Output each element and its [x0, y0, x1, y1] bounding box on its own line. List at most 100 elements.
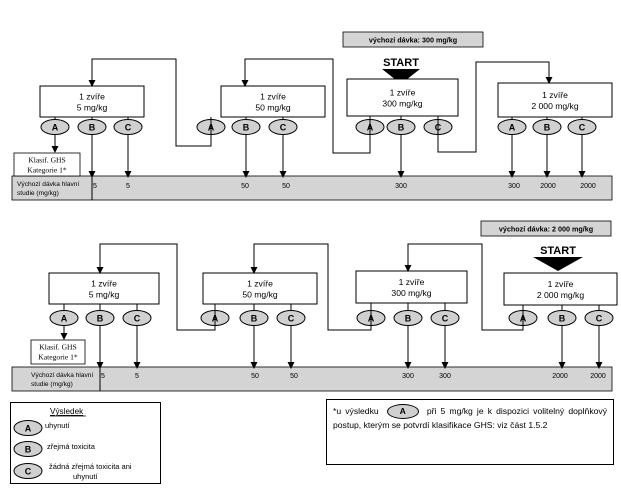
- dose-box-animal-label: 1 zvíře: [91, 279, 117, 289]
- ghs-class-line-2: Kategorie 1*: [38, 353, 78, 362]
- legend-box: Výsledek A uhynutí B zřejmá toxicita C ž…: [10, 402, 161, 484]
- outcome-key: C: [280, 123, 287, 133]
- footnote-a-oval: A: [386, 404, 419, 419]
- outcome-key: B: [559, 314, 566, 324]
- dose-box-3: [346, 78, 459, 117]
- dose-box-dose-label: 300 mg/kg: [382, 99, 422, 109]
- outcome-key: B: [243, 123, 250, 133]
- dose-bar-label-2: studie (mg/kg): [17, 190, 59, 197]
- outcome-key: A: [61, 314, 68, 324]
- dose-bar-value: 5: [93, 183, 97, 190]
- dose-box-dose-label: 50 mg/kg: [242, 290, 278, 300]
- flow-loop-arrow-1: [88, 58, 212, 147]
- footnote-box: *u výsledku A při 5 mg/kg je k dispozici…: [326, 399, 614, 465]
- dose-box-dose-label: 2 000 mg/kg: [531, 101, 579, 111]
- start-label: START: [383, 57, 419, 69]
- legend-title: Výsledek: [50, 407, 84, 416]
- start-arrow-icon: [533, 257, 583, 271]
- legend-graphic: Výsledek A uhynutí B zřejmá toxicita C ž…: [13, 407, 132, 481]
- flow-loop-arrow-3: [404, 243, 524, 331]
- dose-box-dose-label: 50 mg/kg: [255, 103, 291, 113]
- dose-bar-value: 50: [241, 183, 249, 190]
- ghs-class-box: [30, 339, 86, 365]
- dose-box-animal-label: 1 zvíře: [260, 92, 286, 102]
- dose-bar-value: 50: [251, 373, 259, 380]
- dose-bar-value: 5: [135, 373, 139, 380]
- dose-box-animal-label: 1 zvíře: [390, 88, 416, 98]
- ghs-class-line-2: Kategorie 1*: [27, 166, 67, 175]
- flow-loop-arrow-3: [437, 61, 553, 153]
- dose-bar-value: 2000: [552, 373, 568, 380]
- outcome-key: B: [97, 314, 104, 324]
- outcome-key: B: [544, 123, 551, 133]
- legend-b-oval: [13, 441, 43, 457]
- outcome-key: B: [89, 123, 96, 133]
- outcome-key: B: [398, 123, 405, 133]
- start-dose-box: [342, 31, 484, 48]
- dose-box-dose-label: 2 000 mg/kg: [537, 290, 585, 300]
- legend-a-key: A: [25, 424, 32, 434]
- dose-bar-value: 300: [439, 373, 451, 380]
- dose-box-3: [355, 270, 468, 304]
- dose-bar-value: 300: [508, 183, 520, 190]
- flow-loop-arrow-2: [250, 243, 372, 331]
- dose-bar-value: 300: [402, 373, 414, 380]
- dose-box-animal-label: 1 zvíře: [79, 92, 105, 102]
- dose-bar-value: 2000: [580, 183, 596, 190]
- dose-box-animal-label: 1 zvíře: [399, 277, 425, 287]
- footnote-text: při 5 mg/kg je k dispozici volitelný dop…: [333, 405, 608, 430]
- dose-box-1: [48, 272, 160, 305]
- flow-loop-arrow-1: [96, 243, 216, 331]
- outcome-key: C: [288, 314, 295, 324]
- start-dose-label: výchozí dávka: 300 mg/kg: [369, 36, 457, 45]
- ghs-class-line-1: Klasif. GHS: [28, 156, 66, 165]
- dose-box-dose-label: 300 mg/kg: [391, 288, 431, 298]
- start-dose-label: výchozí dávka: 2 000 mg/kg: [499, 225, 593, 234]
- outcome-key: C: [134, 314, 141, 324]
- dose-bar-label-1: Výchozí dávka hlavní: [31, 372, 93, 379]
- legend-c-key: C: [25, 467, 32, 477]
- legend-c-text-2: uhynutí: [73, 472, 99, 481]
- dose-bar: [11, 175, 613, 201]
- legend-a-text: uhynutí: [45, 421, 71, 430]
- legend-b-key: B: [25, 445, 32, 455]
- dose-bar: [11, 366, 613, 392]
- dose-bar-value: 2000: [540, 183, 556, 190]
- dose-box-dose-label: 5 mg/kg: [89, 290, 120, 300]
- outcome-key: A: [52, 123, 59, 133]
- dose-box-animal-label: 1 zvíře: [247, 279, 273, 289]
- legend-c-oval: [13, 463, 43, 479]
- dose-bar-value: 5: [101, 373, 105, 380]
- dose-box-4: [503, 272, 618, 306]
- dose-box-2: [220, 85, 326, 118]
- outcome-key: C: [442, 314, 449, 324]
- dose-box-2: [202, 272, 318, 305]
- dose-bar-value: 5: [126, 183, 130, 190]
- dose-bar-value: 300: [395, 183, 407, 190]
- start-dose-box: [480, 220, 612, 237]
- outcome-key: A: [509, 123, 516, 133]
- ghs-class-box: [13, 152, 81, 177]
- dose-box-dose-label: 5 mg/kg: [77, 103, 108, 113]
- dose-bar-label-1: Výchozí dávka hlavní: [17, 181, 79, 188]
- outcome-key: B: [251, 314, 258, 324]
- legend-a-oval: [13, 420, 43, 436]
- outcome-key: C: [125, 123, 132, 133]
- legend-b-text: zřejmá toxicita: [47, 442, 96, 451]
- dose-bar-value: 50: [290, 373, 298, 380]
- outcome-key: C: [579, 123, 586, 133]
- footnote-prefix: *u výsledku: [333, 405, 379, 416]
- ghs-class-line-1: Klasif. GHS: [39, 343, 77, 352]
- flow-loop-arrow-2: [241, 58, 371, 154]
- legend-c-text-1: žádná zřejmá toxicita ani: [49, 462, 132, 471]
- start-label: START: [540, 245, 576, 257]
- dose-box-animal-label: 1 zvíře: [542, 90, 568, 100]
- dose-box-4: [497, 82, 613, 118]
- dose-box-animal-label: 1 zvíře: [548, 279, 574, 289]
- dose-bar-label-2: studie (mg/kg): [31, 381, 73, 388]
- outcome-key: B: [405, 314, 412, 324]
- dose-box-1: [39, 85, 145, 118]
